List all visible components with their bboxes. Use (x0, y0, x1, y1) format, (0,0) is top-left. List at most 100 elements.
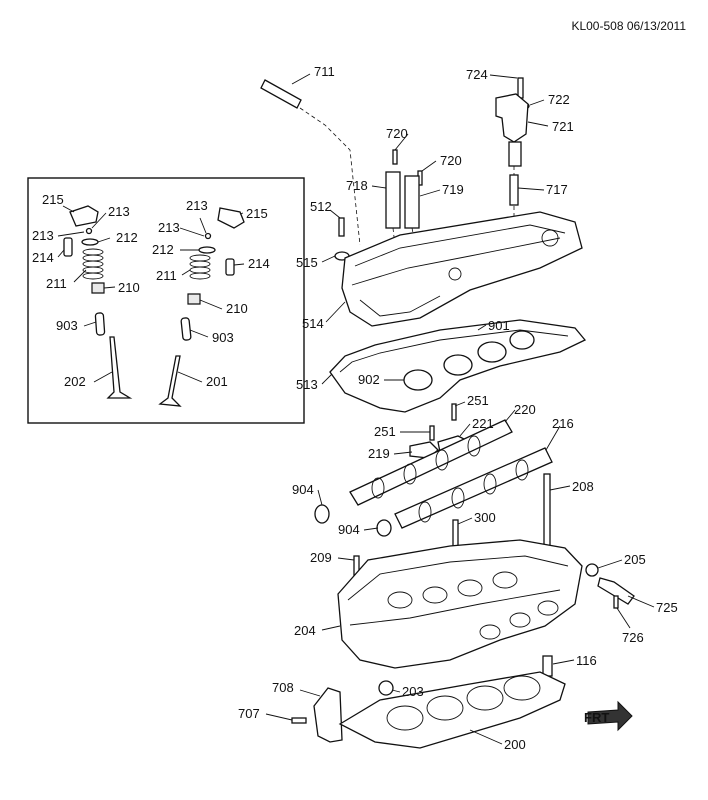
label-300: 300 (474, 510, 496, 525)
sensor-bolt (613, 595, 619, 609)
label-722: 722 (548, 92, 570, 107)
label-251-a: 251 (467, 393, 489, 408)
label-725: 725 (656, 600, 678, 615)
inset-frame (27, 177, 305, 424)
label-711: 711 (314, 64, 335, 79)
exhaust-valve (106, 336, 133, 399)
valve-seal-left (91, 282, 105, 294)
label-214-a: 214 (32, 250, 54, 265)
solenoid-bolt-a (392, 149, 398, 165)
spring-cap-right (198, 246, 216, 254)
valve-train-inset: 215 213 213 212 214 211 210 903 202 213 … (27, 177, 305, 424)
label-904-b: 904 (338, 522, 360, 537)
label-717: 717 (546, 182, 568, 197)
intake-cam-solenoid (385, 171, 401, 229)
ignition-coil (495, 93, 529, 143)
exhaust-camshaft (394, 447, 553, 529)
head-bolt (543, 473, 551, 549)
label-718: 718 (346, 178, 368, 193)
label-213-b: 213 (32, 228, 54, 243)
valve-guide-left (94, 312, 106, 336)
cup-plug (378, 680, 394, 696)
valve-spring-left (82, 248, 104, 280)
intake-valve (158, 355, 182, 407)
label-220: 220 (514, 402, 536, 417)
camshaft-position-sensor (597, 577, 635, 605)
label-724: 724 (466, 67, 488, 82)
pcv-hose (260, 79, 302, 109)
label-513: 513 (296, 377, 318, 392)
label-720-b: 720 (440, 153, 462, 168)
label-721: 721 (552, 119, 574, 134)
label-208: 208 (572, 479, 594, 494)
label-204: 204 (294, 623, 316, 638)
camshaft-seal-b (376, 519, 392, 537)
valve-guide-right (180, 317, 192, 341)
label-903-b: 903 (212, 330, 234, 345)
locating-dowel (542, 655, 553, 677)
label-215-b: 215 (246, 206, 268, 221)
valve-spring-right (189, 254, 211, 280)
bracket-bolt (291, 717, 307, 724)
label-116: 116 (576, 653, 597, 668)
intake-camshaft (349, 419, 513, 506)
label-901: 901 (488, 318, 510, 333)
spark-plug-tube-seals (403, 330, 535, 391)
label-902: 902 (358, 372, 380, 387)
spring-cap-left (81, 238, 99, 246)
label-214-b: 214 (248, 256, 270, 271)
label-903-a: 903 (56, 318, 78, 333)
front-label: FRT (584, 710, 609, 725)
rocker-arm-left (69, 205, 99, 227)
label-219: 219 (368, 446, 390, 461)
front-indicator: FRT (584, 700, 633, 732)
cap-bolt-a (451, 403, 457, 421)
label-515: 515 (296, 255, 318, 270)
label-221: 221 (472, 416, 494, 431)
label-212-a: 212 (116, 230, 138, 245)
label-514: 514 (302, 316, 324, 331)
label-708: 708 (272, 680, 294, 695)
cylinder-head-gasket (338, 671, 566, 749)
rocker-arm-right (217, 207, 245, 229)
label-203: 203 (402, 684, 424, 699)
cap-bolt-b (429, 425, 435, 441)
drawing-id: KL00-508 06/13/2011 (571, 19, 686, 33)
exhaust-cam-solenoid (404, 175, 420, 229)
label-720-a: 720 (386, 126, 408, 141)
label-201: 201 (206, 374, 228, 389)
valve-seal-right (187, 293, 201, 305)
lift-bracket (313, 687, 343, 743)
label-904-a: 904 (292, 482, 314, 497)
label-200: 200 (504, 737, 526, 752)
label-719: 719 (442, 182, 464, 197)
label-211-b: 211 (156, 268, 177, 283)
coil-boot (508, 141, 522, 167)
label-707: 707 (238, 706, 260, 721)
coil-bolt (517, 77, 524, 99)
label-205: 205 (624, 552, 646, 567)
front-arrow-icon (587, 700, 633, 732)
label-210-b: 210 (226, 301, 248, 316)
label-210-a: 210 (118, 280, 140, 295)
label-213-c: 213 (186, 198, 208, 213)
oil-gallery-plug (585, 563, 599, 577)
label-512: 512 (310, 199, 332, 214)
spark-plug (509, 174, 519, 206)
label-215-a: 215 (42, 192, 64, 207)
cover-stud (338, 217, 345, 237)
camshaft-seal-a (314, 504, 330, 524)
lash-adjuster-left (63, 237, 73, 257)
camshaft-cover (341, 211, 583, 327)
label-211-a: 211 (46, 276, 67, 291)
cylinder-head (337, 539, 583, 669)
valve-key-left-a (85, 227, 93, 235)
label-726: 726 (622, 630, 644, 645)
label-213-d: 213 (158, 220, 180, 235)
label-202: 202 (64, 374, 86, 389)
label-213-a: 213 (108, 204, 130, 219)
label-209: 209 (310, 550, 332, 565)
lash-adjuster-right (225, 258, 235, 276)
label-216: 216 (552, 416, 574, 431)
